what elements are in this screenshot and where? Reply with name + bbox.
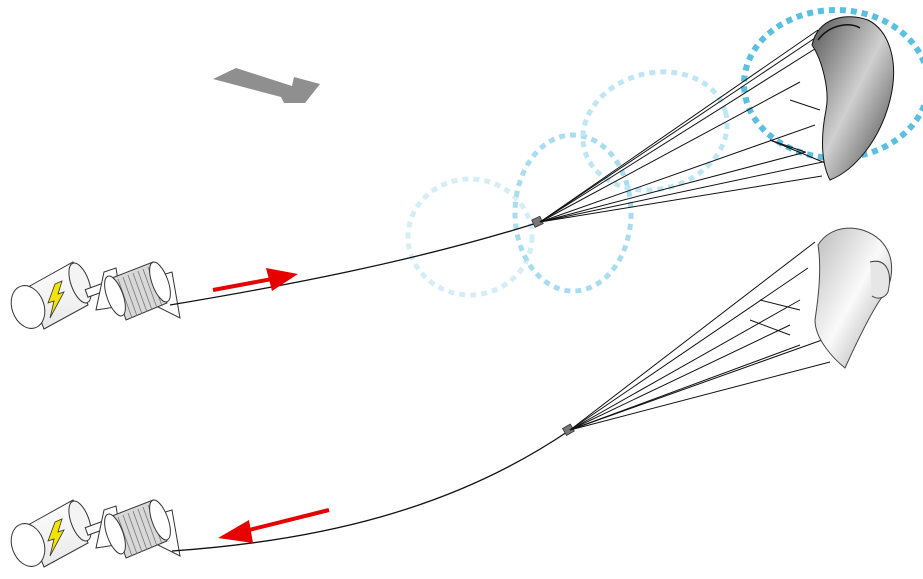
lightning-bolt-icon: [47, 518, 65, 557]
generator: [10, 261, 92, 330]
flight-loop-1: [405, 176, 535, 298]
ground-station-traction: [10, 261, 181, 330]
reel-in-arrow: [218, 508, 330, 543]
control-pod-traction: [531, 215, 544, 228]
flight-loop-3: [580, 69, 730, 193]
control-pod-retraction: [561, 423, 575, 437]
tether-traction: [169, 221, 541, 306]
flight-loop-2: [512, 132, 634, 294]
reel-out-arrow: [212, 268, 298, 292]
lightning-bolt-icon: [47, 280, 65, 319]
bridle-lines-retraction: [569, 241, 831, 431]
bridle-lines-traction: [539, 27, 846, 223]
wind-direction-arrow-icon: [213, 68, 320, 103]
kite-traction: [811, 16, 894, 181]
winch-drum-icon: [104, 499, 171, 559]
tether-retraction: [171, 429, 571, 552]
figure-eight-flight-path: [405, 7, 923, 298]
ground-station-retraction: [10, 499, 181, 568]
kite-retraction: [814, 227, 893, 369]
generator: [10, 499, 92, 568]
winch-drum-icon: [104, 261, 171, 321]
